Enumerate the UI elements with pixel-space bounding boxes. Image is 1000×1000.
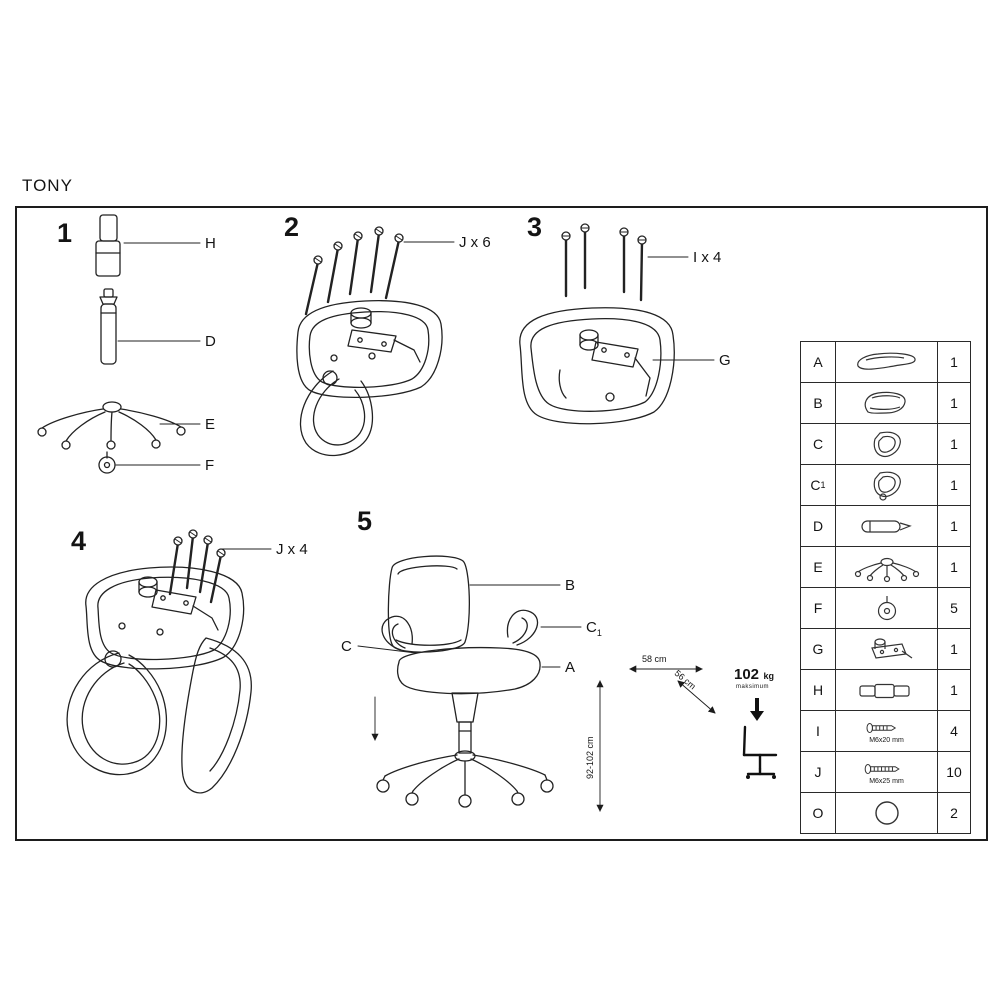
part-qty: 1 xyxy=(950,641,958,657)
part-label-c1: C1 xyxy=(586,619,602,638)
part-label-g: G xyxy=(719,352,731,369)
star-base-icon xyxy=(836,547,938,587)
parts-row-b: B 1 xyxy=(801,383,970,424)
part-id: D xyxy=(801,506,836,546)
dimension-width: 58 cm xyxy=(642,654,667,664)
part-qty: 1 xyxy=(950,436,958,452)
part-label-b: B xyxy=(565,577,576,594)
max-weight-value: 102 kg xyxy=(734,666,774,683)
screw-icon: M6x25 mm xyxy=(836,752,938,792)
parts-row-o: O 2 xyxy=(801,793,970,833)
gas-lift-icon xyxy=(836,506,938,546)
part-label-h: H xyxy=(205,235,216,252)
mechanism-icon xyxy=(836,629,938,669)
part-label-a: A xyxy=(565,659,576,676)
part-qty: 2 xyxy=(950,805,958,821)
armrest-bracket-icon xyxy=(836,465,938,505)
dimension-height: 92-102 cm xyxy=(585,736,595,779)
step-5-number: 5 xyxy=(357,506,373,536)
screw-callout-ix4: I x 4 xyxy=(693,249,722,266)
telescopic-cover-icon xyxy=(836,670,938,710)
part-id: O xyxy=(801,793,836,833)
part-qty: 1 xyxy=(950,477,958,493)
screw-callout-jx4: J x 4 xyxy=(276,541,308,558)
part-qty: 5 xyxy=(950,600,958,616)
parts-row-e: E 1 xyxy=(801,547,970,588)
seat-cushion-icon xyxy=(836,342,938,382)
part-qty: 1 xyxy=(950,559,958,575)
part-id: J xyxy=(801,752,836,792)
part-id: A xyxy=(801,342,836,382)
step-2-number: 2 xyxy=(284,212,300,242)
part-id: I xyxy=(801,711,836,751)
part-qty: 1 xyxy=(950,518,958,534)
part-id: B xyxy=(801,383,836,423)
caster-icon xyxy=(836,588,938,628)
max-weight-note: maksimum xyxy=(736,684,770,690)
parts-row-c: C 1 xyxy=(801,424,970,465)
part-qty: 10 xyxy=(946,764,962,780)
part-qty: 1 xyxy=(950,682,958,698)
part-qty: 4 xyxy=(950,723,958,739)
screw-callout-jx6: J x 6 xyxy=(459,234,491,251)
part-id: C xyxy=(801,424,836,464)
part-id: G xyxy=(801,629,836,669)
part-label-d: D xyxy=(205,333,216,350)
backrest-icon xyxy=(836,383,938,423)
parts-row-h: H 1 xyxy=(801,670,970,711)
part-qty: 1 xyxy=(950,395,958,411)
part-label-c: C xyxy=(341,638,352,655)
parts-row-j: J M6x25 mm 10 xyxy=(801,752,970,793)
screw-size-label: M6x20 mm xyxy=(869,737,904,744)
parts-row-f: F 5 xyxy=(801,588,970,629)
part-label-f: F xyxy=(205,457,215,474)
parts-row-d: D 1 xyxy=(801,506,970,547)
parts-row-g: G 1 xyxy=(801,629,970,670)
part-id: F xyxy=(801,588,836,628)
diagram-border xyxy=(15,206,988,841)
document-title: TONY xyxy=(22,176,73,195)
part-id: H xyxy=(801,670,836,710)
screw-icon: M6x20 mm xyxy=(836,711,938,751)
screw-size-label: M6x25 mm xyxy=(869,778,904,785)
parts-row-i: I M6x20 mm 4 xyxy=(801,711,970,752)
part-id: E xyxy=(801,547,836,587)
ring-icon xyxy=(836,793,938,833)
parts-row-a: A 1 xyxy=(801,342,970,383)
step-3-number: 3 xyxy=(527,212,543,242)
armrest-bracket-icon xyxy=(836,424,938,464)
step-4-number: 4 xyxy=(71,526,87,556)
part-label-e: E xyxy=(205,416,216,433)
step-1-number: 1 xyxy=(57,218,73,248)
part-qty: 1 xyxy=(950,354,958,370)
